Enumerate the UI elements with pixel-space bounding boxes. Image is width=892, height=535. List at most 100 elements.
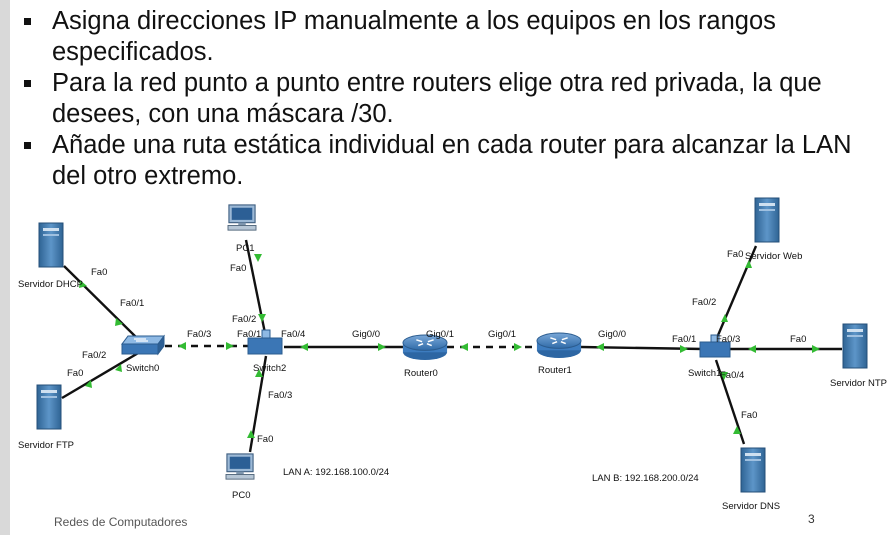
port-label: Fa0/4	[720, 370, 744, 381]
status-up-icon	[680, 345, 688, 353]
switch-stack-icon	[261, 329, 271, 339]
slide-left-bar	[0, 0, 10, 535]
status-up-icon	[115, 318, 123, 326]
device-servidor-web[interactable]: Servidor Web	[745, 197, 802, 262]
port-label: Fa0	[790, 334, 806, 345]
status-up-icon	[258, 314, 266, 322]
status-up-icon	[514, 343, 522, 351]
server-icon	[38, 222, 64, 268]
port-label: Fa0/2	[692, 297, 716, 308]
port-label: Fa0	[257, 434, 273, 445]
router-icon	[536, 332, 582, 359]
port-label: Fa0/3	[716, 334, 740, 345]
port-label: Fa0/3	[268, 390, 292, 401]
port-labels: Fa0 Fa0/1 Fa0/2 Fa0 Fa0/3 Fa0/1 Fa0/4 Fa…	[67, 249, 806, 445]
device-label: Router0	[404, 368, 438, 379]
status-up-icon	[745, 260, 752, 268]
bullet-item: Asigna direcciones IP manualmente a los …	[14, 6, 892, 68]
status-up-icon	[748, 345, 756, 353]
lan-b-label: LAN B: 192.168.200.0/24	[592, 473, 699, 484]
status-up-icon	[378, 343, 386, 351]
device-pc0[interactable]: PC0	[225, 453, 255, 501]
device-label: Servidor DHCP	[18, 279, 83, 290]
device-label: PC0	[232, 490, 250, 501]
port-label: Gig0/1	[426, 329, 454, 340]
server-icon	[36, 384, 62, 430]
bullet-text: Asigna direcciones IP manualmente a los …	[52, 7, 776, 66]
server-icon	[754, 197, 780, 243]
status-up-icon	[254, 254, 262, 262]
port-label: Fa0	[741, 410, 757, 421]
lan-a-label: LAN A: 192.168.100.0/24	[283, 467, 389, 478]
status-up-icon	[721, 314, 728, 322]
server-icon	[740, 447, 766, 493]
status-up-icon	[255, 369, 263, 377]
status-up-icon	[178, 342, 186, 350]
device-servidor-ftp[interactable]: Servidor FTP	[18, 384, 74, 451]
device-servidor-dns[interactable]: Servidor DNS	[722, 447, 780, 512]
bullet-square-icon	[24, 80, 31, 87]
device-label: Switch1	[688, 368, 721, 379]
status-up-icon	[733, 426, 741, 434]
bullet-text: Para la red punto a punto entre routers …	[52, 69, 822, 128]
pc-icon	[227, 204, 257, 231]
bullet-square-icon	[24, 142, 31, 149]
bullet-square-icon	[24, 18, 31, 25]
bullet-list: Asigna direcciones IP manualmente a los …	[14, 6, 892, 192]
link-ftp-switch0	[61, 350, 141, 400]
switch-icon	[121, 335, 165, 355]
device-label: Switch0	[126, 363, 159, 374]
status-up-icon	[79, 280, 87, 288]
link-pc1-switch2	[244, 239, 268, 339]
bullet-item: Añade una ruta estática individual en ca…	[14, 130, 892, 192]
device-label: Servidor NTP	[830, 378, 887, 389]
link-status-indicators	[79, 254, 820, 438]
link-switch1-dns	[714, 359, 746, 445]
port-label: Fa0	[230, 263, 246, 274]
port-label: Fa0	[91, 267, 107, 278]
device-pc1[interactable]: PC1	[227, 204, 257, 254]
bullet-item: Para la red punto a punto entre routers …	[14, 68, 892, 130]
device-label: Servidor Web	[745, 251, 802, 262]
device-label: Router1	[538, 365, 572, 376]
port-label: Gig0/0	[352, 329, 380, 340]
link-dhcp-switch0	[63, 265, 141, 342]
switch-stack-icon	[710, 334, 720, 343]
status-up-icon	[812, 345, 820, 353]
device-router1[interactable]: Router1	[536, 332, 582, 376]
port-label: Fa0/1	[120, 298, 144, 309]
status-up-icon	[247, 430, 255, 438]
port-label: Fa0/1	[237, 329, 261, 340]
pc-icon	[225, 453, 255, 480]
footer-course-title: Redes de Computadores	[54, 515, 188, 529]
device-servidor-ntp[interactable]: Servidor NTP	[830, 323, 887, 389]
port-label: Gig0/1	[488, 329, 516, 340]
status-up-icon	[720, 372, 728, 380]
device-router0[interactable]: Router0	[402, 334, 448, 379]
server-icon	[842, 323, 868, 369]
device-switch0[interactable]: Switch0	[121, 335, 165, 374]
device-switch1[interactable]: Switch1	[688, 334, 731, 379]
device-label: Switch2	[253, 363, 286, 374]
switch-icon	[247, 337, 283, 355]
device-label: PC1	[236, 243, 254, 254]
port-label: Fa0/2	[82, 350, 106, 361]
port-label: Gig0/0	[598, 329, 626, 340]
device-label: Servidor FTP	[18, 440, 74, 451]
status-up-icon	[596, 343, 604, 351]
status-up-icon	[115, 364, 122, 372]
port-label: Fa0/4	[281, 329, 305, 340]
status-up-icon	[300, 343, 308, 351]
device-switch2[interactable]: Switch2	[247, 329, 286, 374]
port-label: Fa0/1	[672, 334, 696, 345]
device-label: Servidor DNS	[722, 501, 780, 512]
port-label: Fa0	[727, 249, 743, 260]
device-servidor-dhcp[interactable]: Servidor DHCP	[18, 222, 83, 290]
port-label: Fa0	[67, 368, 83, 379]
status-up-icon	[460, 343, 468, 351]
port-label: Fa0/2	[232, 314, 256, 325]
page-number: 3	[808, 512, 815, 526]
port-label: Fa0/3	[187, 329, 211, 340]
status-up-icon	[85, 380, 92, 388]
